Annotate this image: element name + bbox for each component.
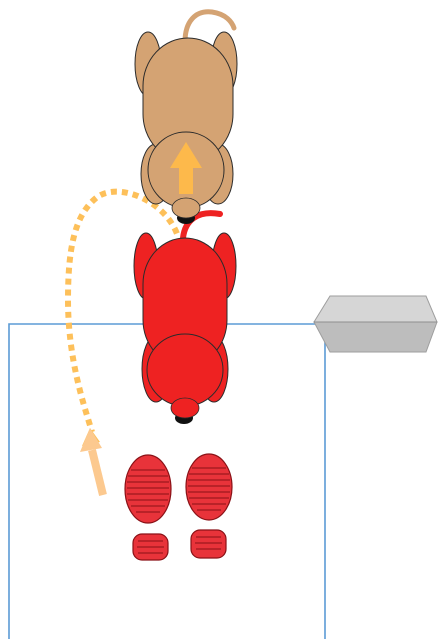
brown-dog-topdown-icon [135,12,237,224]
left-shoe-print [125,455,171,560]
red-dog-topdown-icon [134,213,236,424]
start-up-arrow-icon [80,428,103,495]
hexagonal-prism-icon [314,296,437,352]
shoe-prints-icon [125,454,232,560]
right-shoe-print [186,454,232,558]
